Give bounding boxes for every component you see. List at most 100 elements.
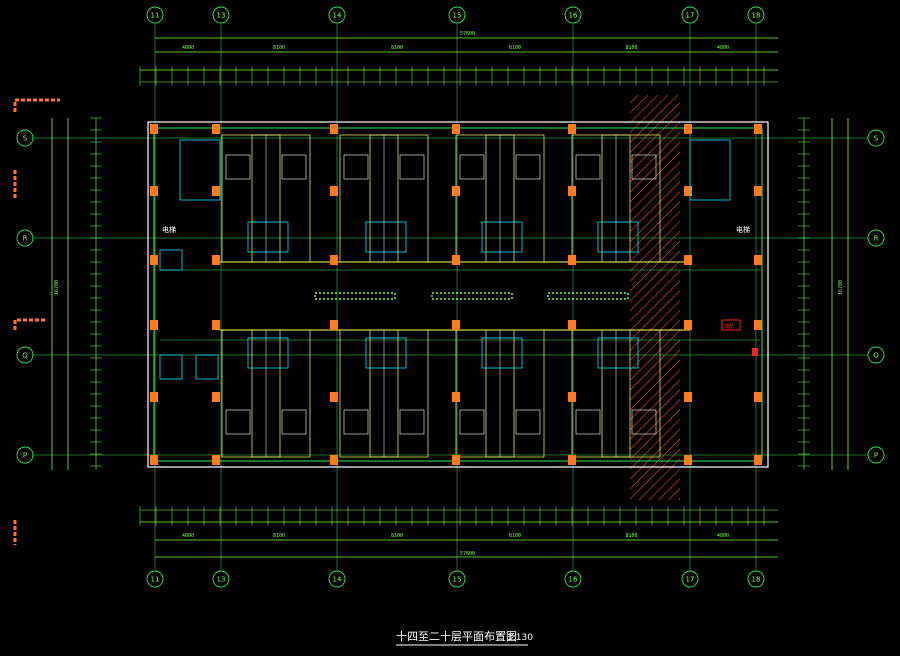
axis-bubble-right-2 bbox=[867, 346, 885, 364]
outer-wall bbox=[147, 121, 769, 468]
column-2-5 bbox=[684, 255, 692, 265]
column-4-1 bbox=[212, 392, 220, 402]
column-2-3 bbox=[452, 255, 460, 265]
south-bed-b-3 bbox=[631, 409, 657, 435]
south-room-b-2 bbox=[485, 329, 545, 458]
axis-label-top-0: 11 bbox=[151, 12, 160, 20]
north-room-1 bbox=[339, 134, 399, 263]
drawing-scale: 1:130 bbox=[507, 633, 533, 643]
column-2-6 bbox=[754, 255, 762, 265]
axis-bubble-bottom-3 bbox=[448, 570, 466, 588]
axis-bubble-top-4 bbox=[564, 6, 582, 24]
column-0-1 bbox=[212, 124, 220, 134]
north-bath-3 bbox=[597, 221, 639, 253]
north-bed-2 bbox=[459, 154, 485, 180]
south-bed-b-1 bbox=[399, 409, 425, 435]
column-4-2 bbox=[330, 392, 338, 402]
elevator-left-2 bbox=[159, 354, 183, 380]
axis-label-top-5: 17 bbox=[686, 12, 695, 20]
axis-label-right-0: S bbox=[874, 135, 879, 143]
top-bay-dim-3: 8100 bbox=[509, 45, 521, 51]
north-room-b-1 bbox=[369, 134, 429, 263]
column-1-6 bbox=[754, 186, 762, 196]
south-bath-3 bbox=[597, 337, 639, 369]
axis-bubble-left-2 bbox=[16, 346, 34, 364]
axis-label-bottom-3: 15 bbox=[453, 576, 462, 584]
axis-bubble-bottom-5 bbox=[681, 570, 699, 588]
drawing-title-block: 十四至二十层平面布置图 1:130 bbox=[396, 629, 533, 646]
bottom-bay-dim-3: 8100 bbox=[509, 533, 521, 539]
axis-bubble-bottom-1 bbox=[212, 570, 230, 588]
axis-bubble-top-5 bbox=[681, 6, 699, 24]
corridor-bands bbox=[314, 292, 629, 300]
axis-label-top-3: 15 bbox=[453, 12, 462, 20]
column-1-5 bbox=[684, 186, 692, 196]
north-room-b-0 bbox=[251, 134, 311, 263]
top-bay-dim-2: 8100 bbox=[391, 45, 403, 51]
column-3-0 bbox=[150, 320, 158, 330]
column-5-3 bbox=[452, 455, 460, 465]
axis-bubble-top-6 bbox=[747, 6, 765, 24]
axis-bubble-bottom-4 bbox=[564, 570, 582, 588]
column-0-3 bbox=[452, 124, 460, 134]
south-bath-2 bbox=[481, 337, 523, 369]
column-1-2 bbox=[330, 186, 338, 196]
stair-label-right: 电梯 bbox=[736, 225, 750, 234]
bracket-top-left bbox=[13, 98, 60, 112]
column-5-0 bbox=[150, 455, 158, 465]
column-4-4 bbox=[568, 392, 576, 402]
bottom-bay-dim-5: 4800 bbox=[717, 533, 729, 539]
axis-label-left-2: Q bbox=[22, 352, 28, 360]
red-accent-square bbox=[752, 348, 758, 356]
axis-bubble-right-0 bbox=[867, 129, 885, 147]
south-room-3 bbox=[571, 329, 631, 458]
north-bath-2 bbox=[481, 221, 523, 253]
south-bath-1 bbox=[365, 337, 407, 369]
hatched-zone bbox=[630, 95, 680, 500]
north-bed-b-3 bbox=[631, 154, 657, 180]
axis-bubble-left-3 bbox=[16, 446, 34, 464]
axis-grid-lines bbox=[32, 24, 868, 570]
column-3-3 bbox=[452, 320, 460, 330]
left-total-dim: 16700 bbox=[54, 280, 60, 295]
dimension-chains: 57600 57600 16700 16700 bbox=[51, 31, 849, 558]
column-2-0 bbox=[150, 255, 158, 265]
north-bed-b-0 bbox=[281, 154, 307, 180]
bottom-bay-dim-1: 8100 bbox=[273, 533, 285, 539]
service-cores: 电梯 电梯 消防 bbox=[159, 139, 758, 380]
axis-bubble-top-3 bbox=[448, 6, 466, 24]
red-tag-label: 消防 bbox=[724, 323, 734, 330]
column-3-2 bbox=[330, 320, 338, 330]
axis-label-top-6: 18 bbox=[752, 12, 761, 20]
column-1-0 bbox=[150, 186, 158, 196]
south-bath-0 bbox=[247, 337, 289, 369]
column-0-2 bbox=[330, 124, 338, 134]
elevator-left-1 bbox=[159, 249, 183, 271]
column-4-0 bbox=[150, 392, 158, 402]
south-room-1 bbox=[339, 329, 399, 458]
column-3-1 bbox=[212, 320, 220, 330]
axis-bubble-right-1 bbox=[867, 229, 885, 247]
south-bed-b-2 bbox=[515, 409, 541, 435]
axis-label-left-3: P bbox=[23, 452, 27, 460]
axis-label-left-0: S bbox=[23, 135, 28, 143]
south-bed-0 bbox=[225, 409, 251, 435]
axis-label-top-4: 16 bbox=[569, 12, 578, 20]
bracket-mid-left bbox=[13, 318, 45, 330]
column-1-1 bbox=[212, 186, 220, 196]
stair-core-right bbox=[689, 139, 731, 201]
drawing-title: 十四至二十层平面布置图 bbox=[396, 629, 517, 643]
column-4-3 bbox=[452, 392, 460, 402]
column-3-4 bbox=[568, 320, 576, 330]
axis-label-right-2: Q bbox=[873, 352, 879, 360]
north-bed-b-1 bbox=[399, 154, 425, 180]
south-bed-2 bbox=[459, 409, 485, 435]
north-room-b-2 bbox=[485, 134, 545, 263]
axis-bubble-top-2 bbox=[328, 6, 346, 24]
north-bed-3 bbox=[575, 154, 601, 180]
north-bath-0 bbox=[247, 221, 289, 253]
